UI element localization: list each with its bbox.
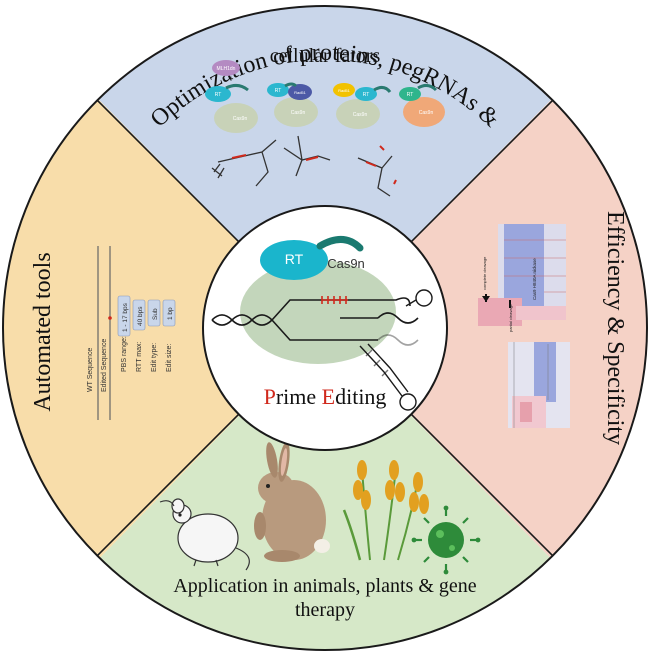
- param-pbs-range: PBS range: 1 - 17 bps: [117, 295, 131, 372]
- param-rtt-max: RTT max: 40 bps: [132, 299, 146, 372]
- pegrna-scaffold: [359, 289, 433, 411]
- top-quadrant-title-line2: cellular fators: [270, 45, 381, 67]
- wt-sequence-label: WT Sequence: [87, 348, 94, 392]
- wheat-illustration: [342, 460, 429, 561]
- quadrant-bottom: [3, 328, 647, 650]
- svg-text:1 bp: 1 bp: [167, 307, 174, 320]
- svg-text:Cas9 H840A nickase: Cas9 H840A nickase: [532, 258, 537, 300]
- mouse-illustration: [159, 498, 250, 571]
- right-quadrant-title: Efficiency & Specificity: [602, 211, 628, 445]
- complex-dsb-rt-cas9: Rad51 RT Cas9n: [333, 83, 392, 129]
- param-edit-type: Edit type: Sub: [147, 299, 161, 372]
- complex-rt-cas9-orange: RT Cas9n: [399, 83, 445, 127]
- left-quadrant-title: Automated tools: [30, 252, 56, 411]
- svg-text:Cas9n: Cas9n: [353, 112, 368, 118]
- complex-rt-rad51-cas9: RT Rad51 Cas9n: [267, 82, 318, 127]
- svg-text:Rad51: Rad51: [338, 88, 351, 93]
- svg-text:Rad51: Rad51: [294, 90, 307, 95]
- svg-text:Cas9n: Cas9n: [233, 116, 248, 122]
- quadrant-top: [3, 6, 647, 328]
- bottom-quadrant-title-line1: Application in animals, plants & gene: [173, 575, 476, 597]
- svg-text:partial cleavage: partial cleavage: [508, 303, 513, 332]
- param-edit-size: Edit size: 1 bp: [162, 299, 176, 372]
- svg-text:RT: RT: [215, 92, 222, 98]
- svg-text:Edit type:: Edit type:: [151, 343, 158, 372]
- svg-text:RT: RT: [275, 88, 282, 94]
- svg-text:RTT max:: RTT max:: [136, 341, 143, 372]
- linker: [316, 236, 364, 252]
- virus-illustration: [411, 505, 481, 575]
- right-quadrant-content: Efficiency & Specificity Cas9 H840A nick…: [478, 211, 628, 445]
- complex-mlh1-rt-cas9: MLH1dn + RT Cas9n: [205, 60, 258, 133]
- svg-text:MLH1dn: MLH1dn: [217, 66, 236, 72]
- rt-domain: [260, 240, 328, 280]
- automated-tool-panel: WT Sequence Edited Sequence PBS range: 1…: [87, 246, 176, 420]
- prime-editing-title: Prime Editing: [264, 384, 387, 409]
- pegrna-variants: [211, 135, 397, 197]
- rabbit-illustration: [254, 442, 330, 562]
- svg-text:RT: RT: [407, 92, 414, 98]
- svg-text:Cas9n: Cas9n: [419, 110, 434, 116]
- bottom-quadrant-content: Application in animals, plants & gene th…: [159, 442, 481, 621]
- quadrant-left: [3, 6, 325, 650]
- edit-site-marker: [321, 296, 348, 304]
- svg-text:40 bps: 40 bps: [137, 306, 144, 326]
- center-prime-editing: RT Cas9n: [202, 205, 448, 451]
- quadrant-right: [325, 6, 647, 650]
- svg-text:Edit size:: Edit size:: [166, 344, 173, 372]
- svg-text:Sub: Sub: [152, 308, 159, 320]
- svg-text:complete cleavage: complete cleavage: [482, 256, 487, 290]
- edited-sequence-label: Edited Sequence: [101, 339, 108, 392]
- svg-text:RT: RT: [363, 92, 370, 98]
- cas9n-label: Cas9n: [327, 256, 365, 271]
- left-quadrant-content: Automated tools WT Sequence Edited Seque…: [30, 246, 176, 420]
- cas9n-body: [240, 260, 396, 364]
- svg-text:1 - 17 bps: 1 - 17 bps: [122, 302, 129, 332]
- wheel-outline: [2, 5, 648, 651]
- rt-label: RT: [285, 251, 304, 267]
- sequencing-track-image: Cas9 H840A nickase complete cleavage par…: [478, 224, 570, 428]
- bottom-quadrant-title-line2: therapy: [295, 599, 355, 621]
- svg-text:Cas9n: Cas9n: [291, 110, 306, 116]
- svg-text:+: +: [228, 74, 233, 84]
- svg-text:PBS range:: PBS range:: [121, 336, 128, 372]
